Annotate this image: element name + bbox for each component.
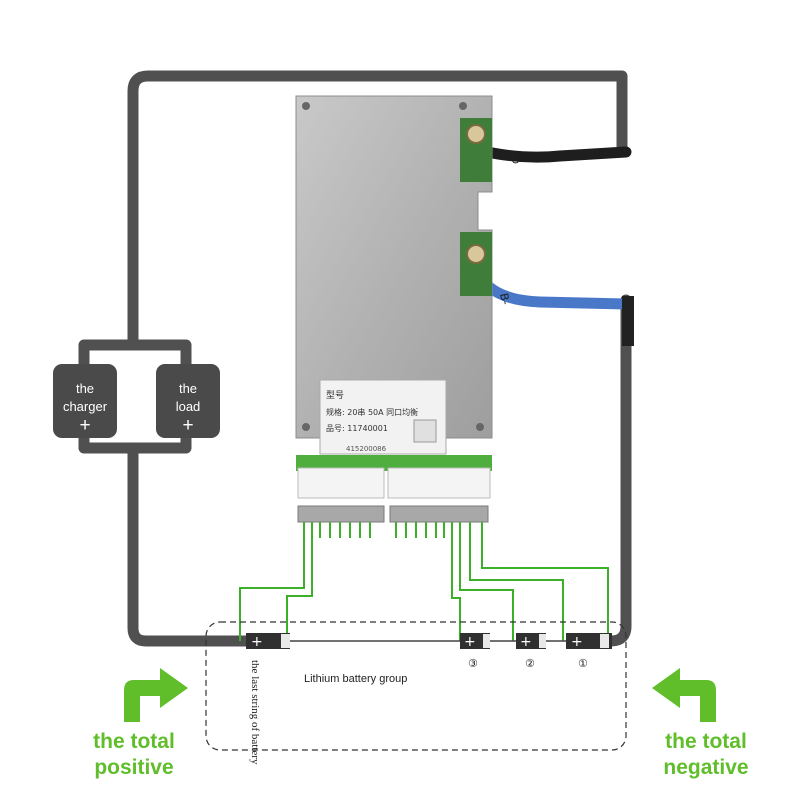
total-negative-label: the total negative (663, 730, 749, 779)
positive-return-wire (127, 442, 252, 647)
b-minus-label: B- (497, 292, 512, 306)
cell-plus-symbol: + (464, 634, 476, 650)
balance-plug-left (297, 505, 385, 523)
bms-model-line: 型号 (326, 390, 344, 401)
qr-patch (413, 419, 437, 443)
balance-plug-right (389, 505, 489, 523)
b-minus-cable-end (622, 296, 634, 346)
top-loop-wire (127, 70, 628, 351)
b-minus-terminal-screw (466, 244, 486, 264)
battery-cell-1: + (566, 633, 612, 650)
main-wires (78, 70, 632, 647)
mount-hole-top-left (302, 102, 310, 110)
cell-plus-symbol: + (571, 634, 583, 650)
balance-connector-left (297, 467, 385, 499)
balance-wire (459, 522, 514, 641)
battery-group-boundary (205, 621, 627, 751)
cell-number-2: ② (525, 657, 535, 670)
total-positive-label: the total positive (93, 730, 175, 779)
total-negative-arrow-icon (652, 668, 716, 722)
balance-wire (286, 522, 313, 641)
battery-cell-3: + (460, 633, 490, 650)
balance-pcb-strip (296, 455, 492, 471)
total-positive-arrow-icon (124, 668, 188, 722)
balance-wire (481, 522, 609, 641)
balance-wire-stub (319, 522, 445, 538)
mount-hole-bottom-right (476, 423, 484, 431)
load-device: the load + (156, 364, 220, 438)
bms-board: 型号 规格: 20串 50A 同口均衡 品号: 11740001 4152000… (295, 95, 493, 523)
c-minus-cable (472, 144, 632, 163)
cell-plus-symbol: + (520, 634, 532, 650)
balance-wire (451, 522, 461, 641)
battery-cell-last: + (246, 633, 290, 650)
bms-spec-line: 规格: 20串 50A 同口均衡 (326, 407, 418, 417)
charger-device: the charger + (53, 364, 117, 438)
battery-cell-2: + (516, 633, 546, 650)
cell-number-1: ① (578, 657, 588, 670)
balance-wire (239, 522, 305, 641)
battery-group-label: Lithium battery group (304, 673, 407, 685)
bms-part-line: 品号: 11740001 (326, 424, 388, 433)
cell-plus-symbol: + (251, 634, 263, 650)
cell-number-3: ③ (468, 657, 478, 670)
balance-wire (469, 522, 564, 641)
charger-plus-symbol: + (79, 415, 91, 436)
charger-top-wire (78, 339, 139, 376)
negative-return-wire (594, 294, 632, 647)
mount-hole-bottom-left (302, 423, 310, 431)
load-label: the load (175, 381, 201, 414)
c-minus-terminal-screw (466, 124, 486, 144)
last-string-label: the last string of battery (249, 660, 261, 765)
load-top-wire (127, 339, 192, 376)
charger-label: the charger (62, 381, 108, 414)
bms-serial-line: 415200086 (346, 445, 387, 453)
c-minus-label: C- (510, 152, 524, 167)
load-plus-symbol: + (182, 415, 194, 436)
balance-wires (239, 522, 609, 641)
balance-connector-right (387, 467, 491, 499)
mount-hole-top-right (459, 102, 467, 110)
